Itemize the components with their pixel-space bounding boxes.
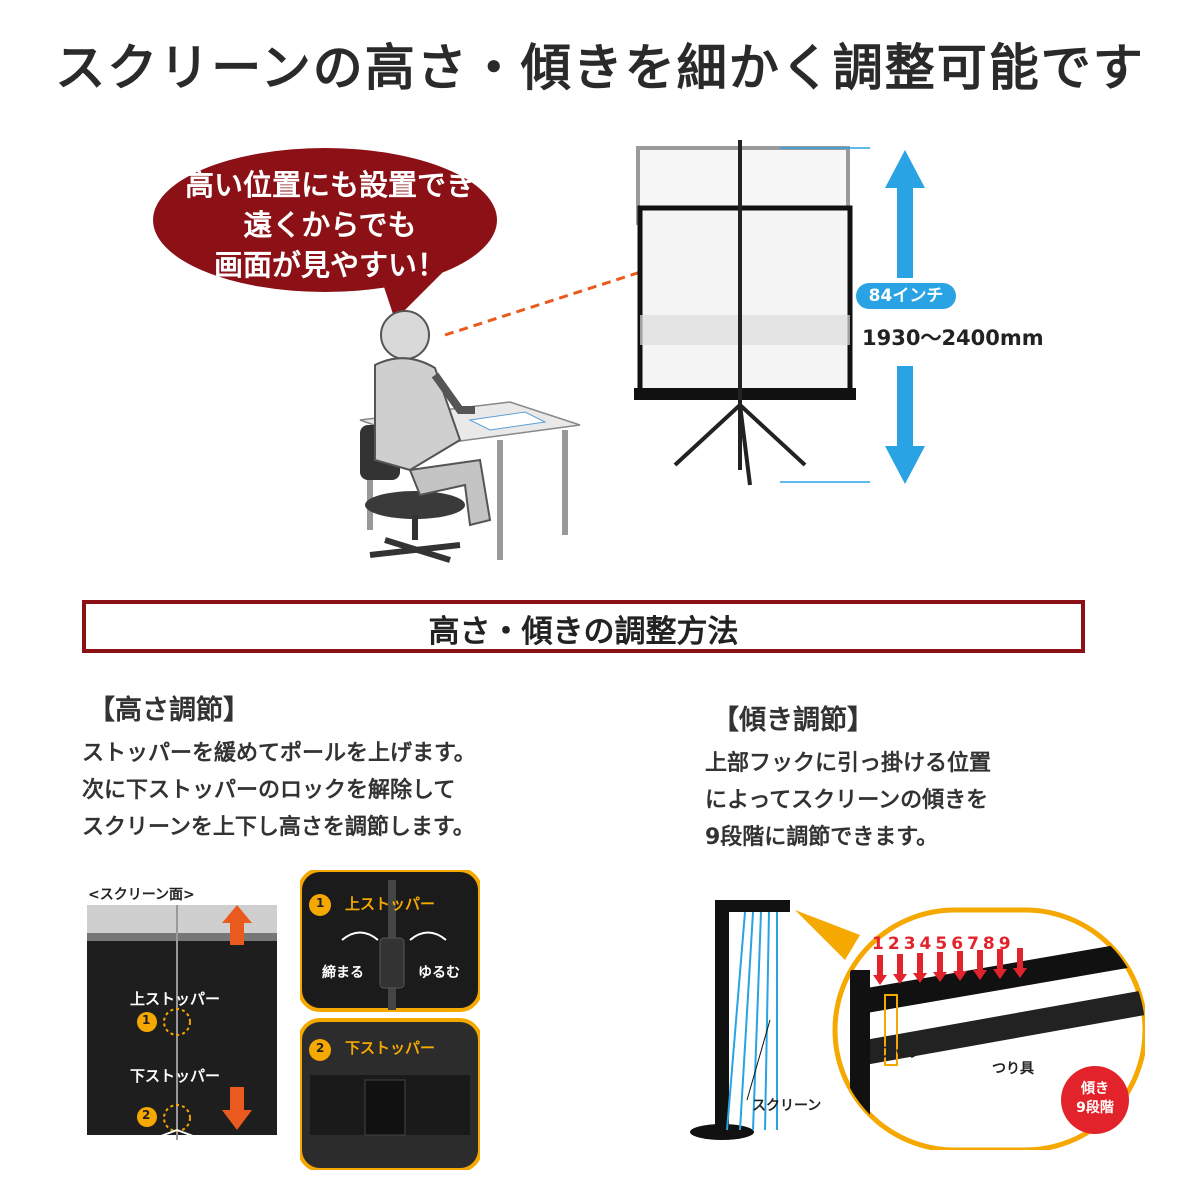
screen-label: スクリーン — [752, 1098, 822, 1114]
tilt-badge-line-2: 9段階 — [1076, 1100, 1114, 1116]
tilt-step-6: 6 — [951, 934, 968, 954]
closeup-upper-stopper: 上ストッパー — [345, 895, 436, 913]
section-header-frame — [82, 600, 1085, 653]
height-desc-line-3: スクリーンを上下し高さを調節します。 — [82, 815, 475, 840]
screen-surface — [637, 205, 853, 396]
lower-stopper-label: 下ストッパー — [130, 1067, 221, 1085]
height-desc-line-1: ストッパーを緩めてポールを上げます。 — [82, 741, 476, 766]
scene-illustration — [359, 140, 870, 563]
tilt-diagram — [690, 900, 1145, 1150]
tilt-step-9: 9 — [998, 934, 1015, 954]
arrow-down-icon — [222, 1087, 252, 1130]
tilt-step-7: 7 — [967, 934, 983, 954]
hanger-label: つり具 — [992, 1061, 1034, 1077]
bubble-line-3: 画面が見やすい！ — [213, 248, 446, 282]
stopper-number-2: 2 — [142, 1108, 151, 1122]
rotate-left-icon — [341, 931, 379, 941]
tilt-step-1: 1 — [872, 934, 888, 954]
tilt-adjust-heading: 【傾き調節】 — [712, 705, 874, 736]
screen-case — [634, 388, 856, 400]
tilt-adjust-description: 上部フックに引っ掛ける位置 によってスクリーンの傾きを 9段階に調節できます。 — [705, 745, 991, 856]
loosen-label: ゆるむ — [418, 965, 460, 981]
arrow-up-icon — [222, 905, 252, 945]
tilt-step-2: 2 — [887, 934, 904, 954]
tilt-desc-line-2: によってスクリーンの傾きを — [705, 788, 989, 813]
tilt-badge-line-1: 傾き — [1081, 1081, 1109, 1097]
height-desc-line-2: 次に下ストッパーのロックを解除して — [82, 778, 456, 803]
person-legs — [408, 458, 492, 527]
tilt-badge-text: 傾き 9段階 — [1062, 1080, 1128, 1118]
hook-label: フック — [880, 1045, 922, 1061]
tilt-step-numbers: 123456789 — [872, 934, 1015, 954]
tilt-step-4: 4 — [919, 934, 936, 954]
speech-bubble-text: 高い位置にも設置でき 遠くからでも 画面が見やすい！ — [165, 165, 495, 285]
person-torso — [374, 357, 462, 472]
speech-bubble — [153, 148, 497, 320]
tilt-step-5: 5 — [935, 934, 952, 954]
closeup-number-1: 1 — [316, 896, 325, 910]
stopper-number-1: 1 — [142, 1013, 151, 1027]
height-range: 1930〜2400mm — [862, 326, 1044, 350]
tilt-step-8: 8 — [982, 934, 999, 954]
chair-seat — [365, 491, 465, 519]
tighten-label: 締まる — [322, 965, 364, 981]
section-title: 高さ・傾きの調整方法 — [428, 614, 739, 650]
stopper-closeup-photo — [300, 870, 480, 1170]
tilt-desc-line-3: 9段階に調節できます。 — [705, 825, 939, 850]
paper-icon — [468, 411, 547, 431]
upper-stopper-label: 上ストッパー — [130, 990, 221, 1008]
person-head — [380, 310, 430, 360]
height-adjust-description: ストッパーを緩めてポールを上げます。 次に下ストッパーのロックを解除して スクリ… — [82, 735, 476, 846]
closeup-number-2: 2 — [316, 1041, 325, 1055]
bubble-line-2: 遠くからでも — [243, 208, 417, 242]
bubble-line-1: 高い位置にも設置でき — [184, 168, 475, 202]
height-adjust-heading: 【高さ調節】 — [88, 695, 250, 726]
closeup-lower-stopper: 下ストッパー — [345, 1039, 436, 1057]
screen-face-photo — [87, 905, 277, 1145]
tilt-desc-line-1: 上部フックに引っ掛ける位置 — [705, 751, 992, 776]
page-headline: スクリーンの高さ・傾きを細かく調整可能です — [55, 39, 1145, 97]
sight-line — [444, 246, 716, 337]
height-dimension-arrow — [885, 150, 925, 484]
screen-face-label: <スクリーン面> — [88, 887, 195, 903]
size-badge: 84インチ — [856, 283, 956, 309]
tilt-step-3: 3 — [903, 934, 920, 954]
rotate-right-icon — [409, 931, 447, 941]
tilt-badge — [1061, 1066, 1129, 1134]
